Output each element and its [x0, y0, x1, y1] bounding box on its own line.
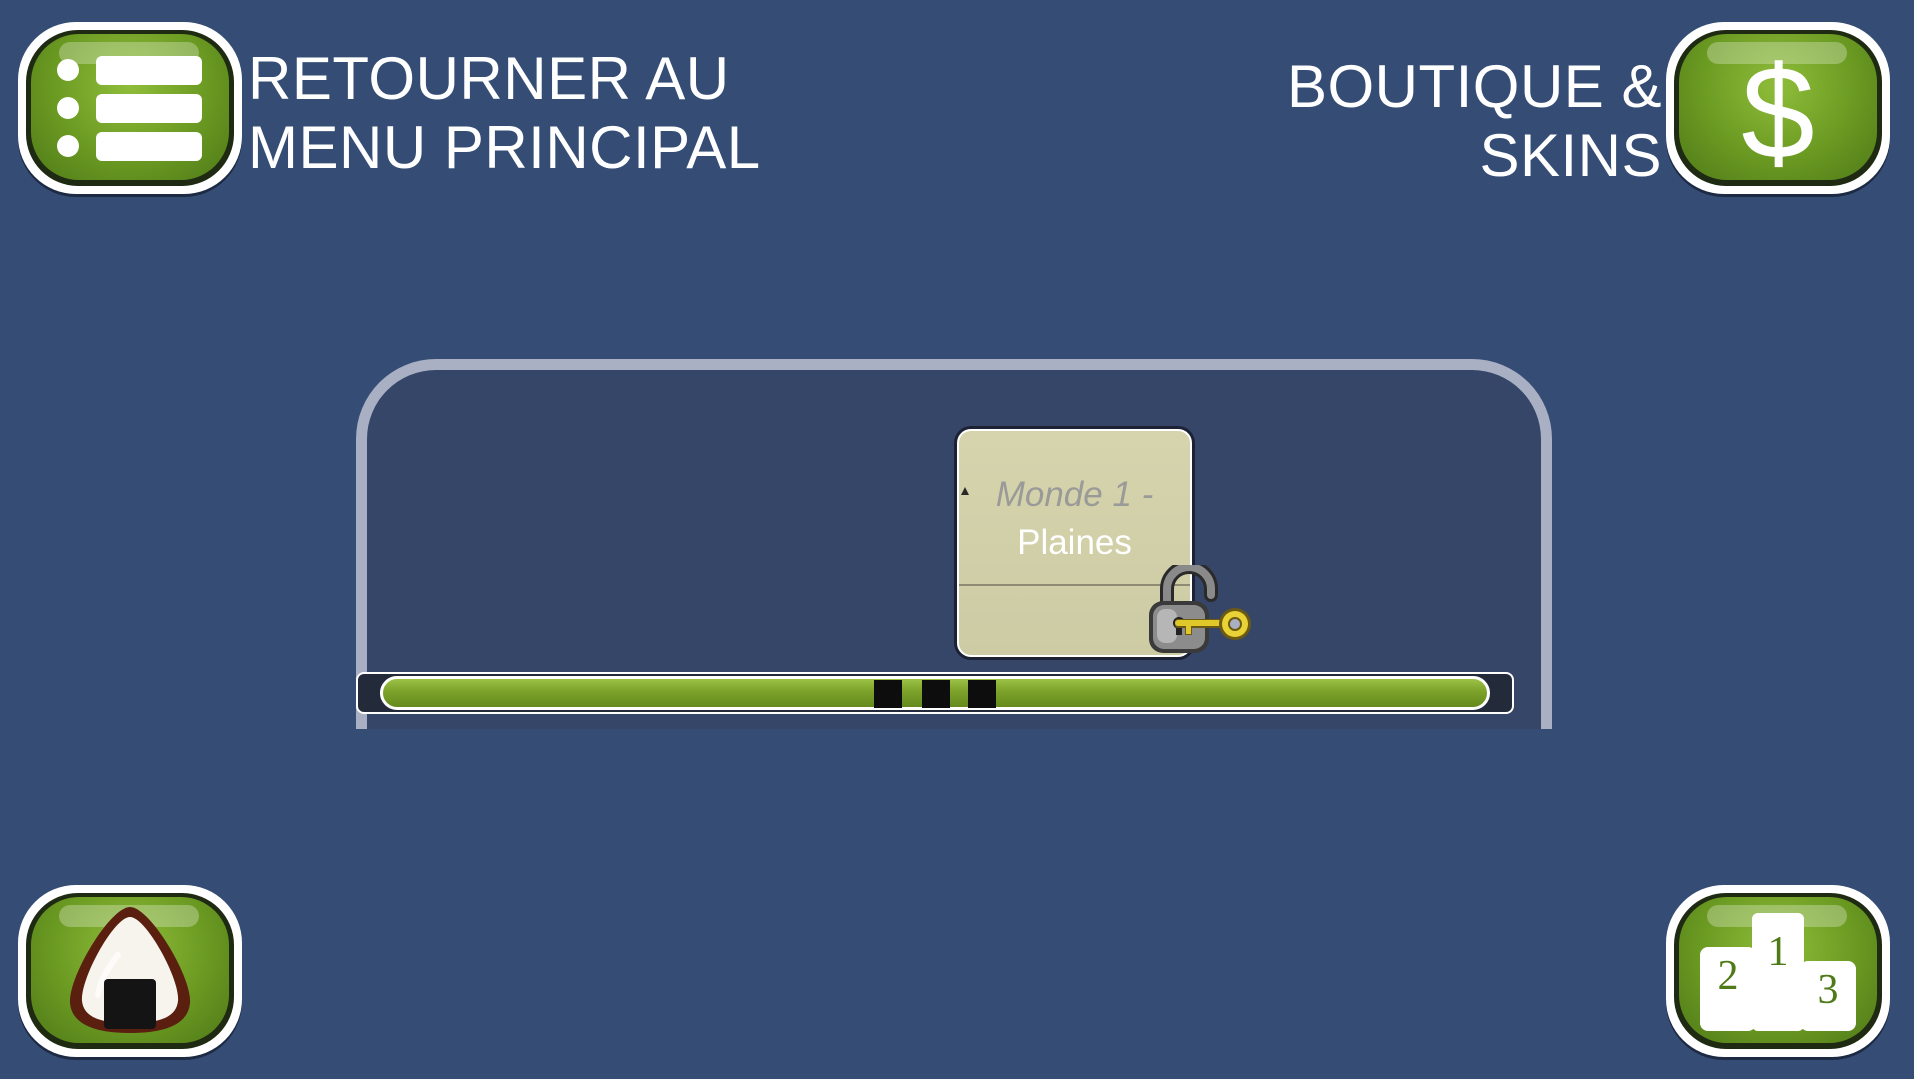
world-title: Monde 1 - — [995, 475, 1154, 514]
list-icon — [57, 56, 202, 161]
dollar-icon: $ — [1741, 39, 1814, 186]
grip-square — [968, 680, 996, 708]
shop-label[interactable]: BOUTIQUE & SKINS — [1287, 52, 1662, 190]
podium-first: 1 — [1768, 929, 1789, 975]
podium-icon: 1 2 3 — [1700, 913, 1856, 1031]
grip-square — [922, 680, 950, 708]
onigiri-button[interactable] — [18, 885, 242, 1057]
podium-third: 3 — [1818, 967, 1839, 1013]
main-menu-label-line2: MENU PRINCIPAL — [248, 114, 761, 181]
world-card[interactable]: Monde 1 - Plaines — [957, 429, 1192, 657]
world-subtitle: Plaines — [1017, 523, 1132, 562]
padlock-key-icon — [1149, 565, 1251, 653]
main-menu-label-line1: RETOURNER AU — [248, 45, 730, 112]
shop-button[interactable]: $ — [1666, 22, 1890, 194]
shop-label-line1: BOUTIQUE & — [1286, 53, 1662, 120]
shop-label-line2: SKINS — [1479, 122, 1662, 189]
caret-icon — [961, 487, 969, 495]
onigiri-icon — [69, 907, 191, 1033]
grip-square — [874, 680, 902, 708]
leaderboard-button[interactable]: 1 2 3 — [1666, 885, 1890, 1057]
main-menu-button[interactable] — [18, 22, 242, 194]
scrollbar-grip[interactable] — [874, 679, 1004, 709]
dollar-symbol: $ — [1741, 39, 1814, 186]
world-selection-panel — [356, 359, 1552, 729]
podium-second: 2 — [1718, 953, 1739, 999]
card-divider — [959, 584, 1190, 586]
main-menu-label[interactable]: RETOURNER AU MENU PRINCIPAL — [248, 44, 761, 182]
